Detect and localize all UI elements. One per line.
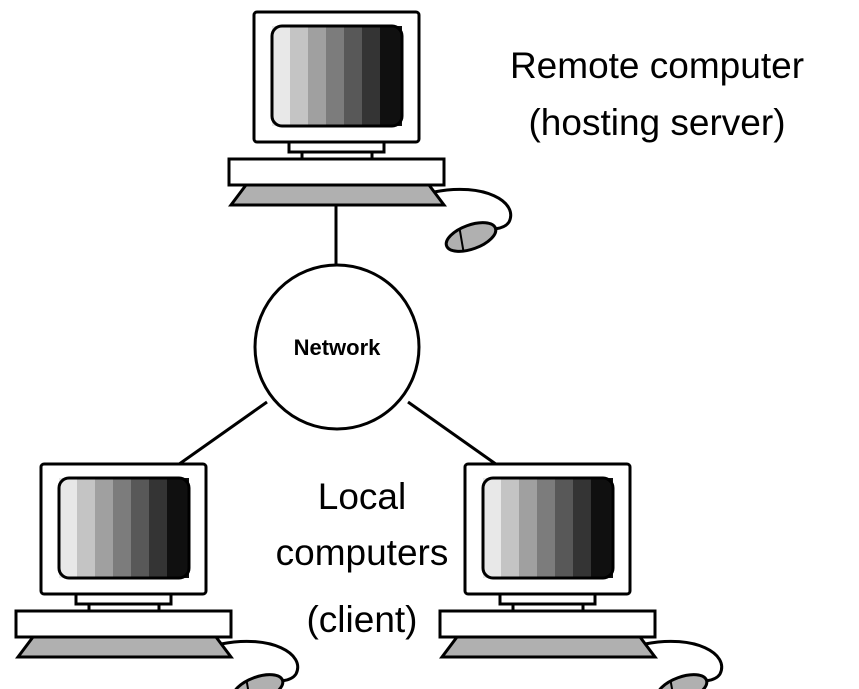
network-node	[253, 263, 421, 431]
right-client-link	[407, 400, 501, 469]
local-computer-right-icon	[438, 462, 724, 689]
local-computers-sublabel: (client)	[306, 599, 418, 640]
local-computers-label-line1: Local	[317, 476, 407, 517]
remote-computer-sublabel: (hosting server)	[528, 102, 786, 143]
local-computer-left-icon	[14, 462, 300, 689]
network-label: Network	[293, 335, 381, 360]
left-client-link	[174, 400, 268, 469]
remote-computer-label: Remote computer	[509, 45, 805, 86]
local-computers-label-line2: computers	[275, 532, 449, 573]
